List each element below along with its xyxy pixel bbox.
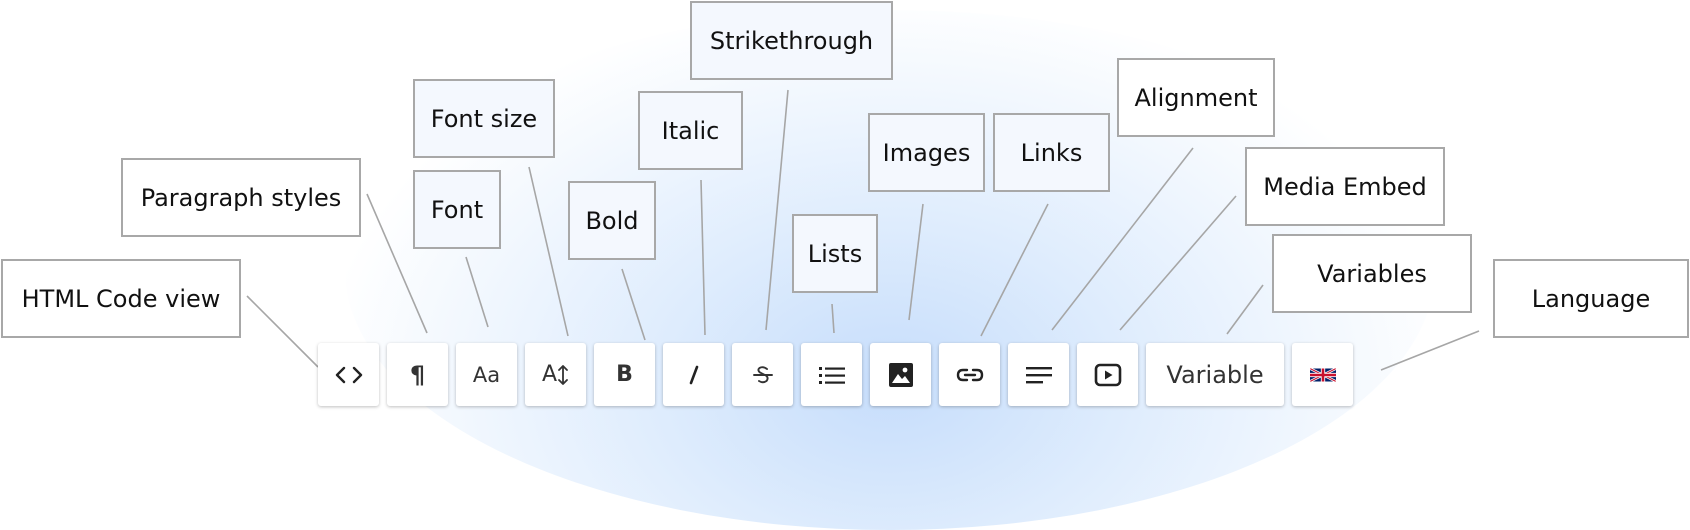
strikethrough-button[interactable] xyxy=(732,343,793,406)
alignment-button[interactable] xyxy=(1008,343,1069,406)
bold-button[interactable]: B xyxy=(594,343,655,406)
font-button[interactable]: Aa xyxy=(456,343,517,406)
leader-lines xyxy=(246,89,1480,371)
leader-images xyxy=(908,203,924,321)
italic-button[interactable] xyxy=(663,343,724,406)
variable-label: Variable xyxy=(1166,360,1264,389)
leader-variables xyxy=(1226,284,1264,335)
list-icon xyxy=(818,366,845,384)
callout-paragraph-styles: Paragraph styles xyxy=(121,158,361,237)
callout-font: Font xyxy=(413,170,501,249)
font-size-button[interactable]: A xyxy=(525,343,586,406)
callout-media-embed: Media Embed xyxy=(1245,147,1445,226)
editor-toolbar: ¶ Aa A B xyxy=(318,343,1353,406)
up-down-arrow-icon xyxy=(558,364,568,385)
align-left-icon xyxy=(1025,366,1052,383)
leader-paragraph-styles xyxy=(366,193,428,334)
callout-images: Images xyxy=(868,113,985,192)
leader-font-size xyxy=(528,166,569,337)
leader-strikethrough xyxy=(765,89,789,331)
leader-font xyxy=(465,256,489,328)
strikethrough-icon xyxy=(752,365,773,383)
callout-html-code-view: HTML Code view xyxy=(1,259,241,338)
media-embed-icon xyxy=(1094,363,1121,386)
callout-links: Links xyxy=(993,113,1110,192)
leader-bold xyxy=(621,268,646,341)
variables-button[interactable]: Variable xyxy=(1146,343,1284,406)
language-button[interactable] xyxy=(1292,343,1353,406)
leader-links xyxy=(980,203,1049,337)
leader-html-code-view xyxy=(246,295,319,368)
callout-lists: Lists xyxy=(792,214,878,293)
leader-lists xyxy=(831,303,835,334)
font-size-letter: A xyxy=(541,362,558,387)
media-embed-button[interactable] xyxy=(1077,343,1138,406)
image-icon xyxy=(888,362,913,387)
callout-alignment: Alignment xyxy=(1117,58,1275,137)
font-icon: Aa xyxy=(472,362,501,387)
leader-language xyxy=(1380,330,1480,371)
html-code-view-button[interactable] xyxy=(318,343,379,406)
italic-icon xyxy=(689,365,698,384)
callout-bold: Bold xyxy=(568,181,656,260)
links-button[interactable] xyxy=(939,343,1000,406)
font-size-icon: A xyxy=(542,362,569,387)
uk-flag-icon xyxy=(1309,368,1336,381)
leader-italic xyxy=(700,179,706,336)
callout-font-size: Font size xyxy=(413,79,555,158)
callout-strikethrough: Strikethrough xyxy=(690,1,893,80)
paragraph-styles-button[interactable]: ¶ xyxy=(387,343,448,406)
pilcrow-icon: ¶ xyxy=(409,360,426,389)
callout-variables: Variables xyxy=(1272,234,1472,313)
leader-media-embed xyxy=(1119,195,1237,331)
leader-alignment xyxy=(1051,147,1194,331)
callout-language: Language xyxy=(1493,259,1689,338)
callout-italic: Italic xyxy=(638,91,743,170)
code-icon xyxy=(335,366,362,383)
lists-button[interactable] xyxy=(801,343,862,406)
images-button[interactable] xyxy=(870,343,931,406)
bold-icon: B xyxy=(616,362,633,387)
link-icon xyxy=(956,368,983,381)
